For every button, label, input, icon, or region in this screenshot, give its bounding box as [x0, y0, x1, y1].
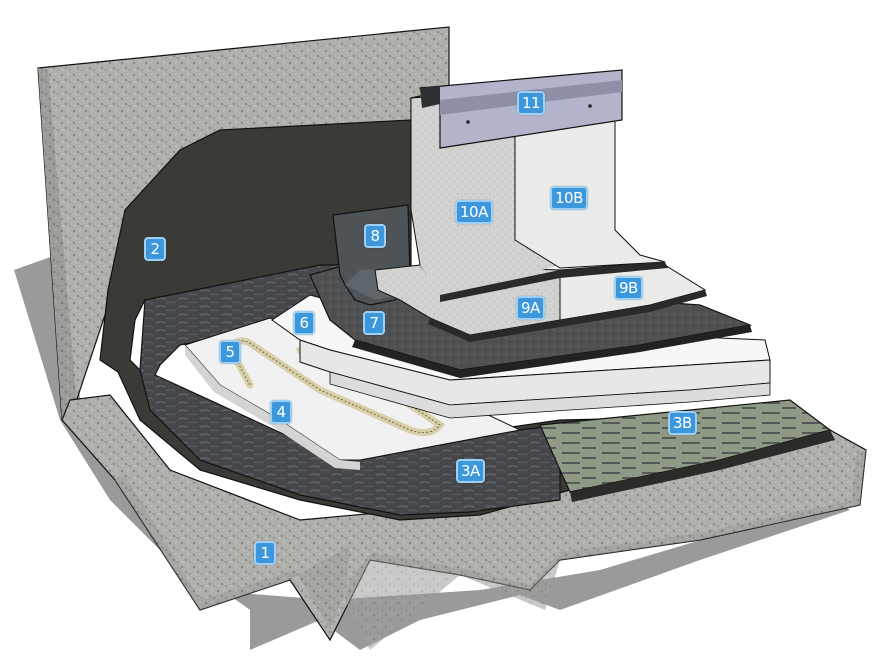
- wall-side-face: [38, 68, 78, 420]
- callout-10a: 10A: [455, 200, 493, 224]
- layer-6-lower-strip: [329, 371, 771, 419]
- callout-9a: 9A: [516, 296, 545, 320]
- callout-7: 7: [363, 311, 385, 335]
- layer-3b-edge: [570, 430, 835, 502]
- callout-11: 11: [517, 91, 546, 115]
- callout-6: 6: [293, 311, 315, 335]
- layer-10-edge: [440, 262, 668, 302]
- callout-2: 2: [144, 237, 166, 261]
- layer-10a-floor: [420, 240, 560, 295]
- callout-3a: 3A: [456, 459, 485, 483]
- callout-5: 5: [219, 340, 241, 364]
- callout-8: 8: [364, 224, 386, 248]
- callout-4: 4: [270, 400, 292, 424]
- callout-10b: 10B: [550, 186, 588, 210]
- callout-1: 1: [254, 541, 276, 565]
- callout-3b: 3B: [668, 411, 697, 435]
- callout-9b: 9B: [614, 276, 643, 300]
